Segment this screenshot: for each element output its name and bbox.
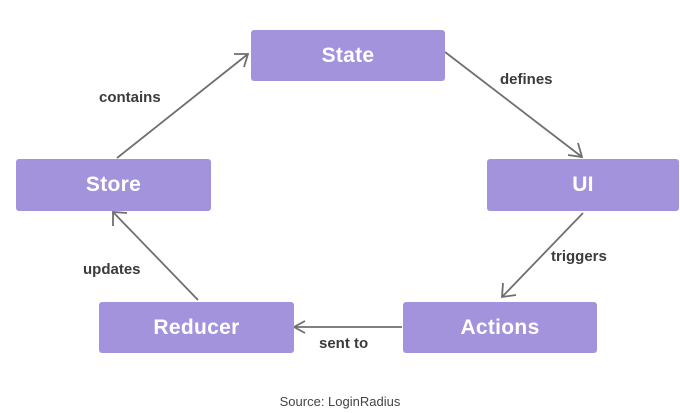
- label-defines: defines: [500, 71, 553, 88]
- node-store: Store: [16, 159, 211, 211]
- arrow-reducer-to-store: [112, 211, 199, 301]
- label-contains: contains: [99, 89, 161, 106]
- arrowhead-ui-to-actions: [501, 282, 517, 299]
- arrowhead-state-to-ui: [567, 142, 584, 159]
- label-triggers: triggers: [551, 248, 607, 265]
- arrowhead-store-to-state: [234, 53, 250, 68]
- node-reducer: Reducer: [99, 302, 294, 353]
- source-caption: Source: LoginRadius: [279, 394, 401, 409]
- label-sent-to: sent to: [319, 335, 369, 352]
- node-actions: Actions: [403, 302, 597, 353]
- arrow-store-to-state: [116, 53, 249, 159]
- node-state: State: [251, 30, 445, 81]
- arrowhead-actions-to-reducer: [292, 320, 306, 334]
- arrow-ui-to-actions: [501, 212, 584, 298]
- node-ui: UI: [487, 159, 679, 211]
- arrow-state-to-ui: [444, 51, 583, 158]
- arrowhead-reducer-to-store: [112, 211, 128, 226]
- label-updates: updates: [83, 261, 141, 278]
